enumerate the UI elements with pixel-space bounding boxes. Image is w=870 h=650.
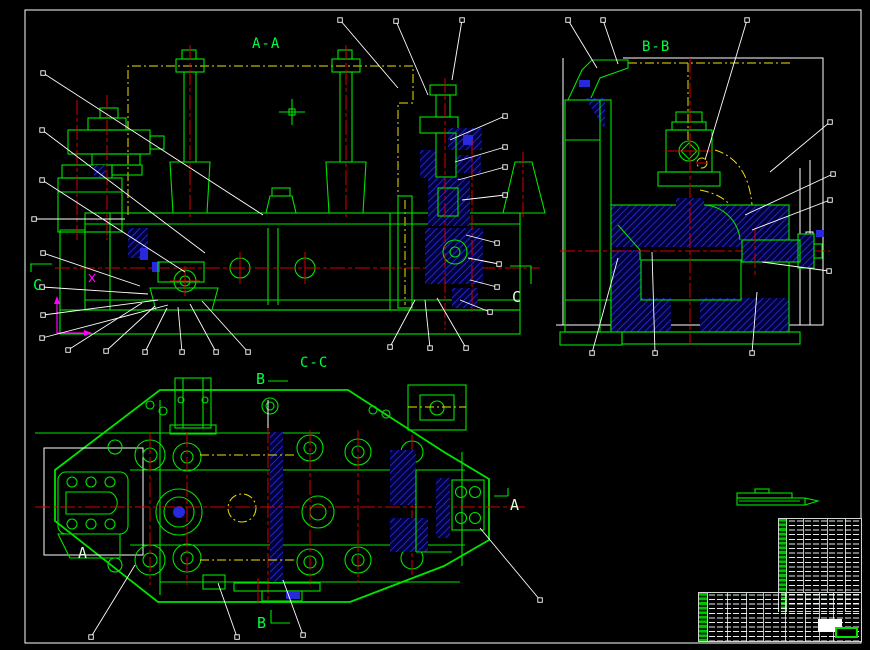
marker-a-right: A	[510, 496, 519, 514]
aa-motor-assembly[interactable]	[57, 95, 165, 240]
title-block-column-divider	[763, 593, 764, 641]
cc-topright-housing[interactable]	[407, 384, 467, 431]
title-block-column-divider	[805, 593, 806, 641]
title-block-column-divider	[727, 593, 728, 641]
section-view-b-b[interactable]	[556, 57, 830, 346]
label-section-b-b: B-B	[642, 39, 670, 55]
detail-wedge-part[interactable]	[736, 488, 821, 506]
bb-valve-mechanism[interactable]	[657, 58, 756, 345]
section-labels: A-A B-B C-C C C B B A A	[30, 36, 670, 632]
title-block-column-divider	[819, 593, 820, 641]
title-block-item-numbers	[699, 593, 708, 641]
aa-support-tower-right[interactable]	[324, 45, 368, 220]
leader-lines	[31, 17, 836, 640]
title-block[interactable]	[698, 592, 862, 642]
label-section-c-c: C-C	[300, 355, 328, 371]
marker-b-top: B	[256, 370, 265, 388]
title-block-column-divider	[785, 593, 786, 641]
marker-c-right: C	[512, 288, 521, 306]
title-block-column-divider	[746, 593, 747, 641]
aa-support-right-end[interactable]	[502, 152, 546, 220]
section-view-c-c[interactable]	[35, 377, 525, 604]
parts-list-column-divider	[827, 519, 828, 611]
aa-support-middle[interactable]	[265, 187, 297, 214]
label-section-a-a: A-A	[252, 36, 280, 52]
title-block-scale-box	[835, 627, 858, 638]
aa-support-tower-left[interactable]	[168, 45, 212, 220]
cc-bores[interactable]	[107, 397, 424, 576]
cc-right-fixture[interactable]	[390, 450, 485, 553]
parts-list-column-divider	[845, 519, 846, 611]
cc-bottom-part[interactable]	[202, 574, 321, 604]
sheet-border	[24, 9, 862, 644]
cc-top-housing[interactable]	[145, 377, 391, 435]
parts-list-column-divider	[803, 519, 804, 611]
marker-a-left: A	[78, 544, 87, 562]
ucs-axis-icon	[54, 296, 92, 336]
marker-c-left: C	[33, 276, 42, 294]
bb-shaft[interactable]	[741, 230, 824, 269]
aa-clamp-mechanism[interactable]	[88, 228, 219, 311]
title-block-column-divider	[833, 593, 834, 641]
cc-left-fixture[interactable]	[43, 447, 144, 559]
aa-crosshair-marker	[279, 99, 305, 125]
marker-b-bottom: B	[257, 614, 266, 632]
parts-list-item-numbers	[779, 519, 787, 611]
aa-spindle-cluster[interactable]	[397, 78, 483, 330]
